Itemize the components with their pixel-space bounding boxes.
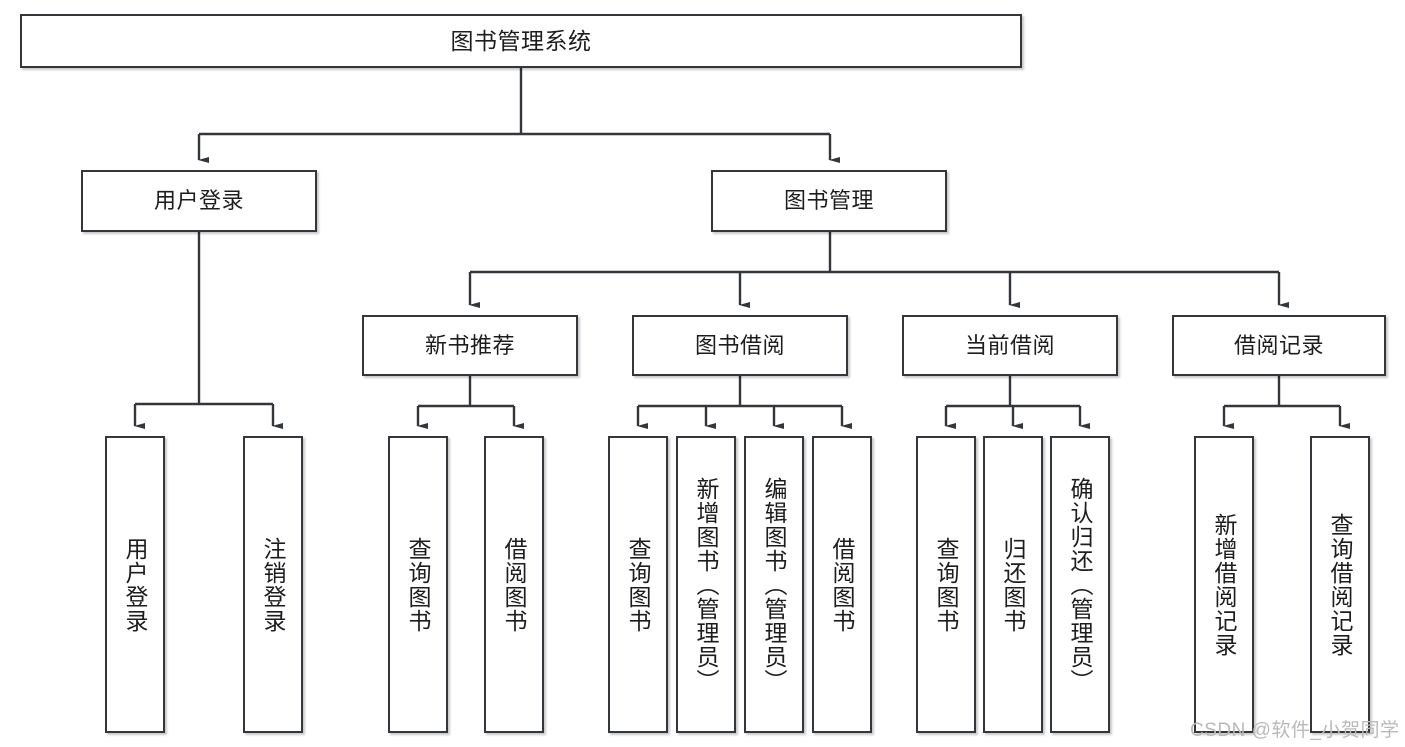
leaf-logout-login[interactable]: 注销登录	[243, 436, 303, 733]
leaf-query-book-current[interactable]: 查询图书	[916, 436, 976, 733]
node-root-book-management-system[interactable]: 图书管理系统	[20, 14, 1022, 68]
leaf-query-borrow-record[interactable]: 查询借阅记录	[1310, 436, 1370, 733]
leaf-add-borrow-record[interactable]: 新增借阅记录	[1194, 436, 1254, 733]
node-label: 图书管理	[783, 188, 874, 214]
node-label: 图书管理系统	[450, 27, 592, 54]
node-label: 查询图书	[405, 536, 432, 633]
leaf-user-login[interactable]: 用户登录	[105, 436, 165, 733]
node-label: 确认归还（管理员）	[1067, 476, 1094, 693]
node-book-management[interactable]: 图书管理	[711, 170, 947, 232]
node-label: 借阅图书	[829, 536, 856, 633]
node-label: 新增图书（管理员）	[693, 476, 720, 693]
node-label: 图书借阅	[694, 332, 785, 358]
node-current-borrow[interactable]: 当前借阅	[902, 315, 1118, 376]
leaf-borrow-book-recommend[interactable]: 借阅图书	[484, 436, 544, 733]
leaf-query-book-borrow[interactable]: 查询图书	[608, 436, 668, 733]
leaf-add-book-admin[interactable]: 新增图书（管理员）	[676, 436, 736, 733]
node-label: 用户登录	[153, 188, 244, 214]
leaf-query-book-recommend[interactable]: 查询图书	[388, 436, 448, 733]
node-label: 查询借阅记录	[1327, 512, 1354, 657]
node-new-book-recommend[interactable]: 新书推荐	[362, 315, 578, 376]
node-label: 查询图书	[933, 536, 960, 633]
node-label: 编辑图书（管理员）	[761, 476, 788, 693]
node-label: 归还图书	[1000, 536, 1027, 633]
watermark: CSDN @软件_小贺同学	[1190, 720, 1400, 741]
leaf-edit-book-admin[interactable]: 编辑图书（管理员）	[744, 436, 804, 733]
node-book-borrow[interactable]: 图书借阅	[632, 315, 848, 376]
node-user-login[interactable]: 用户登录	[81, 170, 317, 232]
node-label: 用户登录	[122, 536, 149, 633]
leaf-borrow-book[interactable]: 借阅图书	[812, 436, 872, 733]
leaf-confirm-return-admin[interactable]: 确认归还（管理员）	[1050, 436, 1110, 733]
node-label: 新增借阅记录	[1211, 512, 1238, 657]
node-label: 借阅图书	[501, 536, 528, 633]
node-label: 查询图书	[625, 536, 652, 633]
leaf-return-book[interactable]: 归还图书	[983, 436, 1043, 733]
node-borrow-record[interactable]: 借阅记录	[1172, 315, 1386, 376]
node-label: 新书推荐	[424, 332, 515, 358]
node-label: 注销登录	[260, 536, 287, 633]
node-label: 当前借阅	[964, 332, 1055, 358]
node-label: 借阅记录	[1233, 332, 1324, 358]
